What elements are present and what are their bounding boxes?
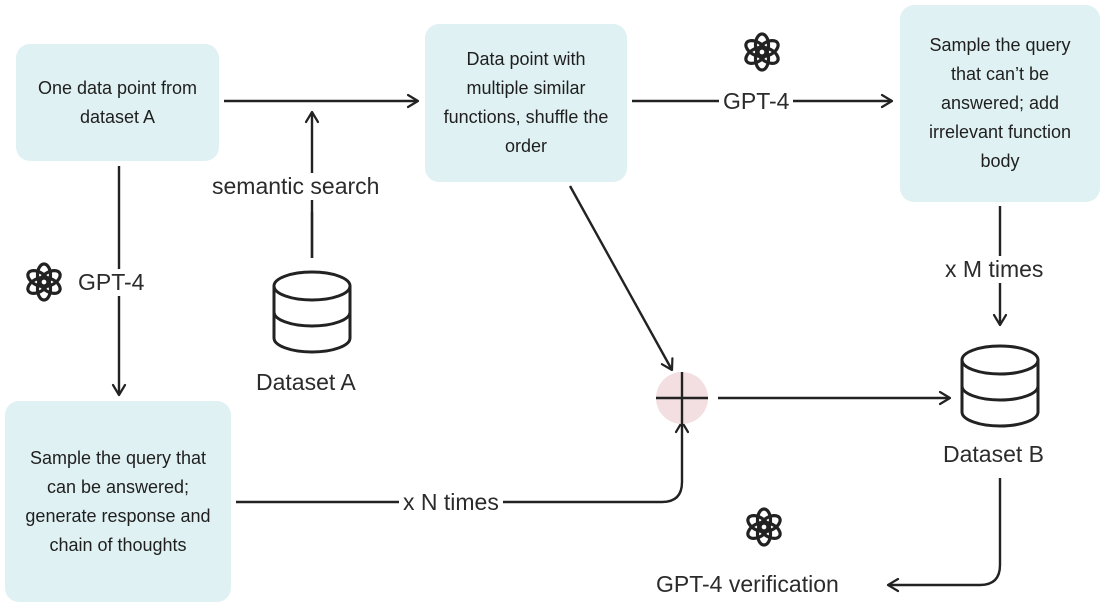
box-similar-functions: Data point with multiple similar functio… bbox=[425, 24, 627, 182]
box-answerable-text: Sample the query that can be answered; g… bbox=[25, 447, 211, 555]
label-gpt4-left: GPT-4 bbox=[74, 269, 149, 296]
box-unanswerable-text: Sample the query that can’t be answered;… bbox=[928, 35, 1072, 171]
openai-logo-icon bbox=[23, 262, 65, 302]
label-gpt4-top: GPT-4 bbox=[719, 88, 794, 115]
arrow-similar-to-merge bbox=[568, 185, 674, 372]
box-similar-text: Data point with multiple similar functio… bbox=[443, 49, 609, 156]
arrow-answerable-to-merge bbox=[236, 420, 690, 504]
label-dataset-b: Dataset B bbox=[939, 441, 1048, 468]
database-icon bbox=[272, 270, 352, 354]
label-dataset-a: Dataset A bbox=[252, 369, 360, 396]
label-semantic-search: semantic search bbox=[208, 173, 384, 200]
openai-logo-icon bbox=[743, 507, 785, 547]
plus-merge-icon bbox=[656, 372, 708, 424]
openai-logo-icon bbox=[741, 32, 783, 72]
box-source-data-point: One data point from dataset A bbox=[16, 44, 219, 161]
label-m-times: x M times bbox=[941, 256, 1048, 283]
database-icon bbox=[960, 344, 1040, 428]
box-source-text: One data point from dataset A bbox=[37, 77, 198, 127]
label-gpt4-verification: GPT-4 verification bbox=[652, 571, 843, 598]
box-unanswerable-query: Sample the query that can’t be answered;… bbox=[900, 5, 1100, 202]
arrow-dataset-b-to-verification bbox=[886, 478, 1002, 593]
box-answerable-query: Sample the query that can be answered; g… bbox=[5, 401, 231, 602]
label-n-times: x N times bbox=[399, 489, 503, 516]
